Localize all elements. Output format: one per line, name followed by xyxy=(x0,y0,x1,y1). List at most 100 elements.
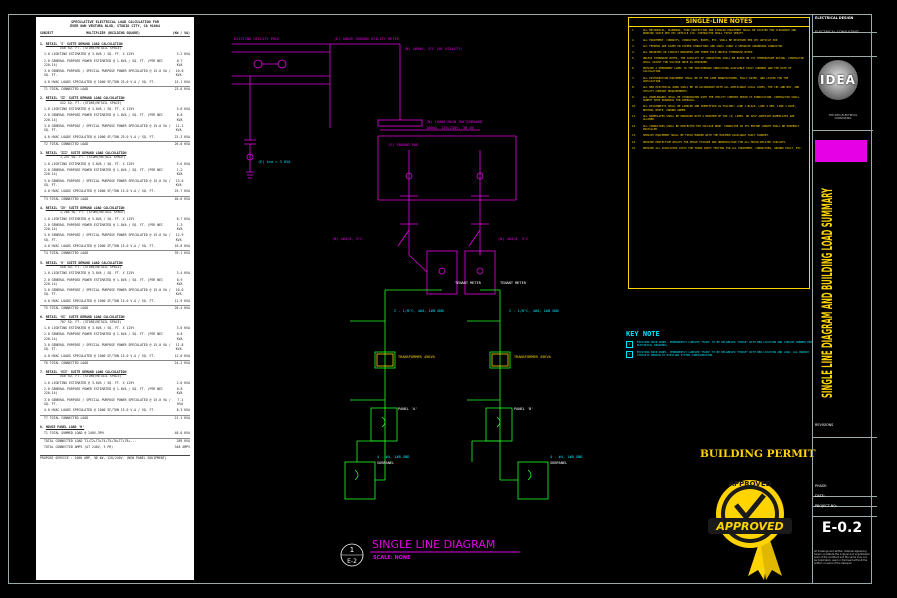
notes-title: SINGLE-LINE NOTES xyxy=(629,18,809,27)
calc-line-text: 3.0 GENERAL PURPOSE / SPECIAL PURPOSE PO… xyxy=(44,233,171,242)
calc-line-value: 0.9 KVA xyxy=(176,277,183,286)
calc-section-number: 7. xyxy=(40,370,44,375)
phase-label: PHASE: xyxy=(813,482,877,497)
key-note-number: 1 xyxy=(626,341,633,348)
stamp-top-text: APPROVED xyxy=(729,480,772,488)
note-item: 12.ALL CONDUCTORS SHALL BE PROTECTED FOR… xyxy=(632,125,806,132)
bubble-sheet-ref: E-2 xyxy=(347,558,357,565)
calc-section-title: 5. RETAIL 'V' SUITE DEMAND LOAD CALCULAT… xyxy=(40,261,190,265)
calc-line-value: 10.0 KVA xyxy=(175,69,184,78)
key-note-title: KEY NOTE xyxy=(626,330,660,338)
calc-line: 4.0 HVAC LOADS SPECULATED @ 1000 SF/TON … xyxy=(40,135,190,139)
calc-section-title: 7. RETAIL 'VII' SUITE DEMAND LOAD CALCUL… xyxy=(40,370,190,374)
note-text: ALL NAMEPLATES SHALL BE ENGRAVED WITH A … xyxy=(643,115,795,122)
building-permit-heading: BUILDING PERMIT xyxy=(700,448,816,460)
calc-line-text: 4.0 HVAC LOADS SPECULATED @ 1000 SF/TON … xyxy=(44,79,156,84)
calc-line-value: 0.7 KVA xyxy=(176,58,183,67)
calc-line-text: 1.0 LIGHTING ESTIMATED @ 3.0VA / SQ. FT.… xyxy=(44,271,135,276)
col-method: MULTIPLIER (BUILDING SQUARE) xyxy=(86,31,140,36)
load-calculation-sheet: SPECULATIVE ELECTRICAL LOAD CALCULATION … xyxy=(36,17,194,580)
calc-line-text: 3.0 GENERAL PURPOSE / SPECIAL PURPOSE PO… xyxy=(44,288,171,297)
calc-line-text: 3.0 GENERAL PURPOSE / SPECIAL PURPOSE PO… xyxy=(44,69,171,78)
calc-section-number: 6. xyxy=(40,315,44,320)
calc-footer: PROPOSE SERVICE : 1000 AMP, 3Ø 4W, 120/2… xyxy=(40,455,190,460)
calc-section-heading: RETAIL 'IV' SUITE DEMAND LOAD CALCULATIO… xyxy=(45,205,125,210)
note-text: PROVIDE A PERMANENT LABEL TO THE SWITCHB… xyxy=(643,67,792,74)
calc-line-text: 1.0 LIGHTING ESTIMATED @ 3.0VA / SQ. FT.… xyxy=(44,216,135,221)
calc-line-value: 1.2 KVA xyxy=(176,168,183,177)
calc-section-title: 4. RETAIL 'IV' SUITE DEMAND LOAD CALCULA… xyxy=(40,206,190,210)
calc-section-area: XX0 SQ. FT. (STORE/RETAIL SPACE) xyxy=(60,264,122,269)
note-item: 1.ALL MECHANICAL, PLUMBING, FIRE PROTECT… xyxy=(632,29,806,36)
label-meter-main: (N) 1000A MAIN SWITCHBOARD xyxy=(426,120,482,124)
calc-line-text: 2.0 GENERAL PURPOSE POWER ESTIMATED @ 1.… xyxy=(44,277,163,286)
label-utility: EXISTING UTILITY POLE xyxy=(234,37,279,41)
calc-section-heading: RETAIL 'VII' SUITE DEMAND LOAD CALCULATI… xyxy=(45,370,127,375)
note-number: 4. xyxy=(632,51,636,55)
calc-line-text: 4.0 HVAC LOADS SPECULATED @ 1000 SF/TON … xyxy=(44,134,156,139)
calc-section-area: 1,284 SQ. FT. (STORE/RETAIL SPACE) xyxy=(60,210,126,215)
note-number: 10. xyxy=(632,105,637,109)
calc-section-heading: RETAIL 'VI' SUITE DEMAND LOAD CALCULATIO… xyxy=(45,315,125,320)
calc-total-text: T7 TOTAL CONNECTED LOAD xyxy=(44,415,89,420)
calc-line-text: 4.0 HVAC LOADS SPECULATED @ 1000 SF/TON … xyxy=(44,408,156,413)
firm-logo: IDEA xyxy=(818,60,858,100)
approved-stamp-icon: APPROVED APPROVED xyxy=(708,480,792,580)
calc-line-text: 3.0 GENERAL PURPOSE / SPECIAL PURPOSE PO… xyxy=(44,123,171,133)
calc-section-area: XX0 SQ. FT. (STORE/RETAIL SPACE) xyxy=(60,374,122,379)
calc-section-title: 1. RETAIL 'I' SUITE DEMAND LOAD CALCULAT… xyxy=(40,42,190,46)
calc-line-text: 1.0 LIGHTING ESTIMATED @ 3.0VA / SQ. FT.… xyxy=(44,52,135,57)
note-number: 7. xyxy=(632,76,636,80)
calc-total-value: 39.1 KVA xyxy=(174,251,190,256)
calc-line: 2.0 GENERAL PURPOSE POWER ESTIMATED @ 1.… xyxy=(40,278,190,286)
bubble-number: 1 xyxy=(350,546,354,554)
label-service-note: (E) ABOVE GROUND UTILITY METER xyxy=(334,37,400,41)
calc-line: 3.0 GENERAL PURPOSE / SPECIAL PURPOSE PO… xyxy=(40,179,190,187)
calc-line-value: 0.8 KVA xyxy=(176,387,183,396)
bot-left: 4 - #4, 1#8 GND xyxy=(377,455,409,459)
note-text: ALL CONDUCTORS SHALL BE PROTECTED FOR VO… xyxy=(643,124,800,131)
calc-sections: 1. RETAIL 'I' SUITE DEMAND LOAD CALCULAT… xyxy=(40,42,190,436)
title-block: ELECTRICAL DESIGN ELECTRICAL CONSULTANT … xyxy=(812,14,877,584)
calc-line-value: 5.6 KVA xyxy=(176,161,190,166)
note-text: ALL DISTRIBUTION EQUIPMENT SHALL BE OF T… xyxy=(643,76,789,83)
calc-section: 7. RETAIL 'VII' SUITE DEMAND LOAD CALCUL… xyxy=(40,370,190,420)
sheet-title-vertical: SINGLE LINE DIAGRAM AND BUILDING LOAD SU… xyxy=(820,188,836,398)
logo-caption: THE IDEA ELECTRICAL CONSULTING xyxy=(813,114,873,131)
note-number: 11. xyxy=(632,115,637,119)
calc-line-value: 3.2 KVA xyxy=(176,52,190,57)
note-number: 2. xyxy=(632,38,636,42)
col-subject: SUBJECT xyxy=(40,31,54,36)
calc-line: 4.0 HVAC LOADS SPECULATED @ 1000 SF/TON … xyxy=(40,354,190,358)
col-load: (KW / VA) xyxy=(172,31,190,36)
single-line-notes: SINGLE-LINE NOTES 1.ALL MECHANICAL, PLUM… xyxy=(628,17,810,289)
calc-line: 2.0 GENERAL PURPOSE POWER ESTIMATED @ 1.… xyxy=(40,387,190,395)
circ-right: 2 - 1/0"C, 4#4, 1#8 GND xyxy=(509,309,559,313)
note-text: ALL DISCONNECTS SHALL BE LABELED AND IDE… xyxy=(643,105,797,112)
project-label: PROJECT NO: xyxy=(813,502,877,517)
calc-line-text: 4.0 HVAC LOADS SPECULATED @ 1000 SF/TON … xyxy=(44,189,156,194)
key-note-text: EXISTING MAIN PANEL. PERMANENTLY LABELED… xyxy=(637,351,809,358)
calc-total-value: 24.2 KVA xyxy=(174,361,190,365)
calc-line: 3.0 GENERAL PURPOSE / SPECIAL PURPOSE PO… xyxy=(40,124,190,132)
calc-line-text: 1.0 LIGHTING ESTIMATED @ 3.0VA / SQ. FT.… xyxy=(44,161,135,166)
calc-section-number: 8. xyxy=(40,424,44,429)
calc-line: 3.0 GENERAL PURPOSE / SPECIAL PURPOSE PO… xyxy=(40,69,190,77)
calc-section: 4. RETAIL 'IV' SUITE DEMAND LOAD CALCULA… xyxy=(40,206,190,256)
grand-total-load: TOTAL CONNECTED LOAD T1+T2+T3+T4+T5+T6+T… xyxy=(40,437,190,443)
calc-line: 1.0 LIGHTING ESTIMATED @ 3.0VA / SQ. FT.… xyxy=(40,217,190,221)
note-item: 15.PROVIDE ALL ASSOCIATED COSTS FOR THIR… xyxy=(632,147,806,150)
calc-section-title: 6. RETAIL 'VI' SUITE DEMAND LOAD CALCULA… xyxy=(40,315,190,319)
calc-section: 2. RETAIL 'II' SUITE DEMAND LOAD CALCULA… xyxy=(40,96,190,146)
note-item: 11. ALL NAMEPLATES SHALL BE ENGRAVED WITH… xyxy=(632,115,806,122)
calc-section-number: 1. xyxy=(40,41,44,46)
calc-line-text: 4.0 HVAC LOADS SPECULATED @ 1000 SF/TON … xyxy=(44,244,156,249)
panel-left: PANEL 'A' xyxy=(398,407,417,411)
calc-line: 1.0 LIGHTING ESTIMATED @ 3.0VA / SQ. FT.… xyxy=(40,107,190,111)
